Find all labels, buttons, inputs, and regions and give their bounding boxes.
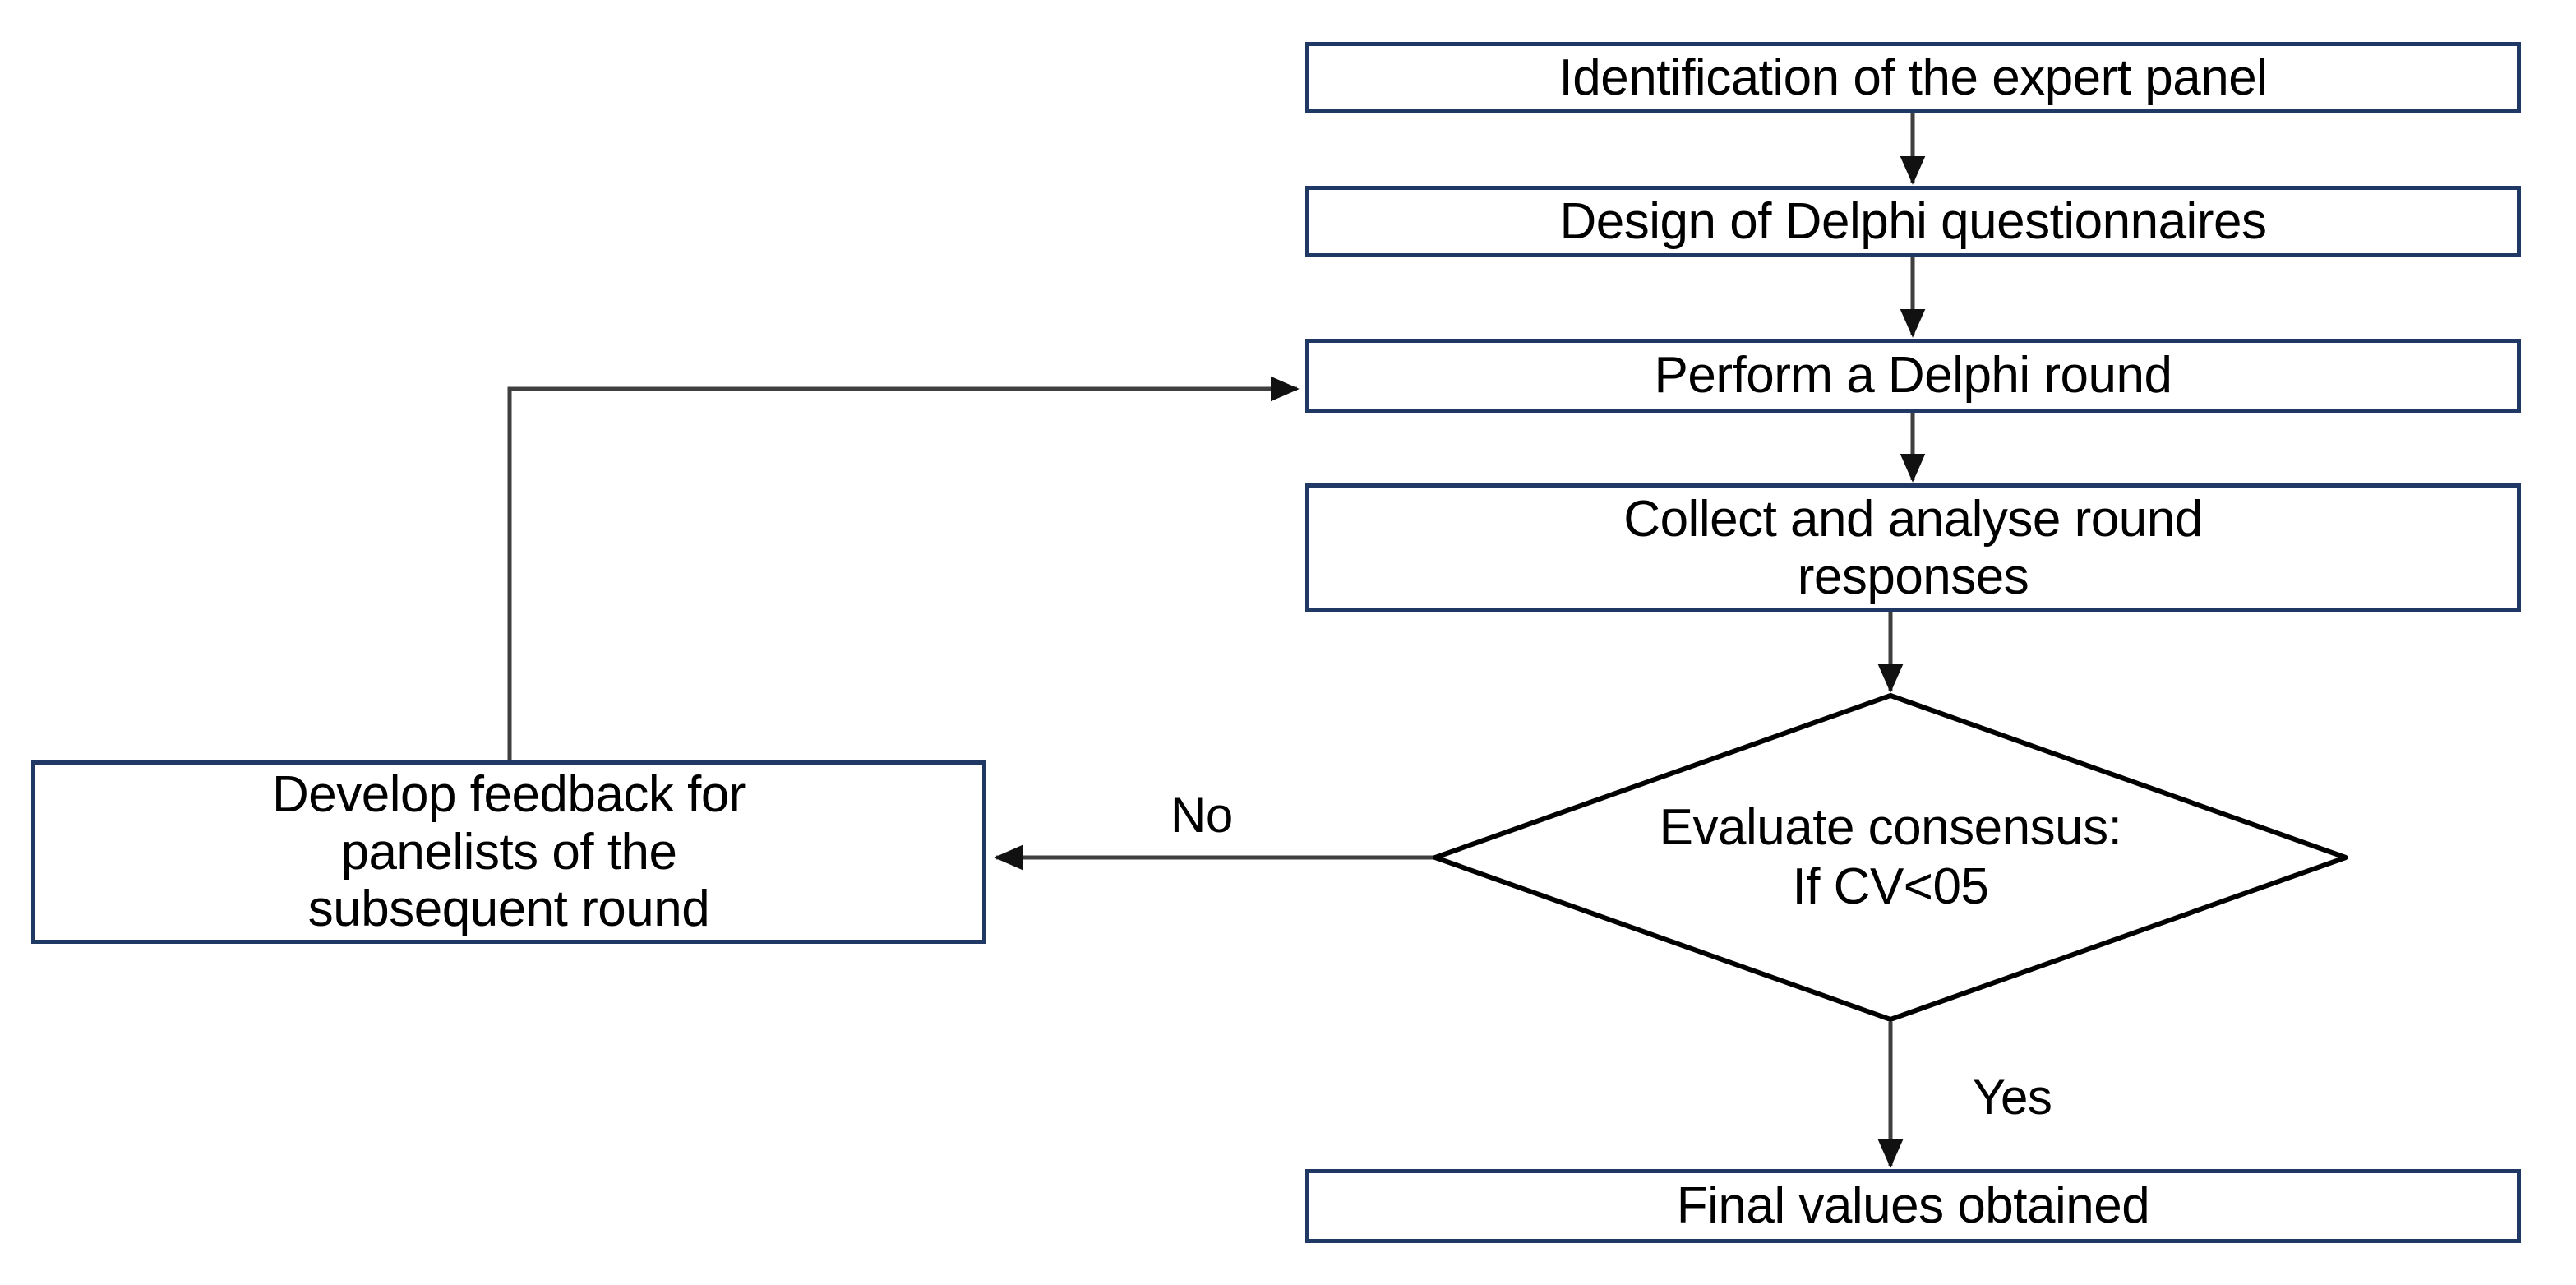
node-final-values-obtained[interactable]: Final values obtained bbox=[1305, 1169, 2521, 1243]
node-perform-a-delphi-round[interactable]: Perform a Delphi round bbox=[1305, 339, 2521, 413]
edge-label-no: No bbox=[1170, 788, 1233, 843]
diamond-shape bbox=[1433, 693, 2348, 1022]
node-develop-feedback-for-panelists[interactable]: Develop feedback for panelists of the su… bbox=[31, 760, 986, 944]
node-label-collect-analyse: Collect and analyse round responses bbox=[1623, 491, 2203, 605]
node-collect-and-analyse-round-responses[interactable]: Collect and analyse round responses bbox=[1305, 483, 2521, 612]
node-label-develop-feedback: Develop feedback for panelists of the su… bbox=[272, 766, 746, 938]
node-evaluate-consensus-decision[interactable]: Evaluate consensus: If CV<05 bbox=[1433, 693, 2348, 1022]
node-label-design: Design of Delphi questionnaires bbox=[1559, 192, 2267, 250]
node-label-identification: Identification of the expert panel bbox=[1558, 49, 2268, 106]
node-label-perform-round: Perform a Delphi round bbox=[1654, 347, 2172, 404]
node-identification-of-the-expert-panel[interactable]: Identification of the expert panel bbox=[1305, 42, 2521, 113]
edge-label-yes: Yes bbox=[1973, 1070, 2052, 1125]
node-design-of-delphi-questionnaires[interactable]: Design of Delphi questionnaires bbox=[1305, 186, 2521, 257]
node-label-final-values: Final values obtained bbox=[1676, 1177, 2150, 1235]
arrow-feedback-loop-to-perform-round bbox=[507, 376, 1300, 760]
